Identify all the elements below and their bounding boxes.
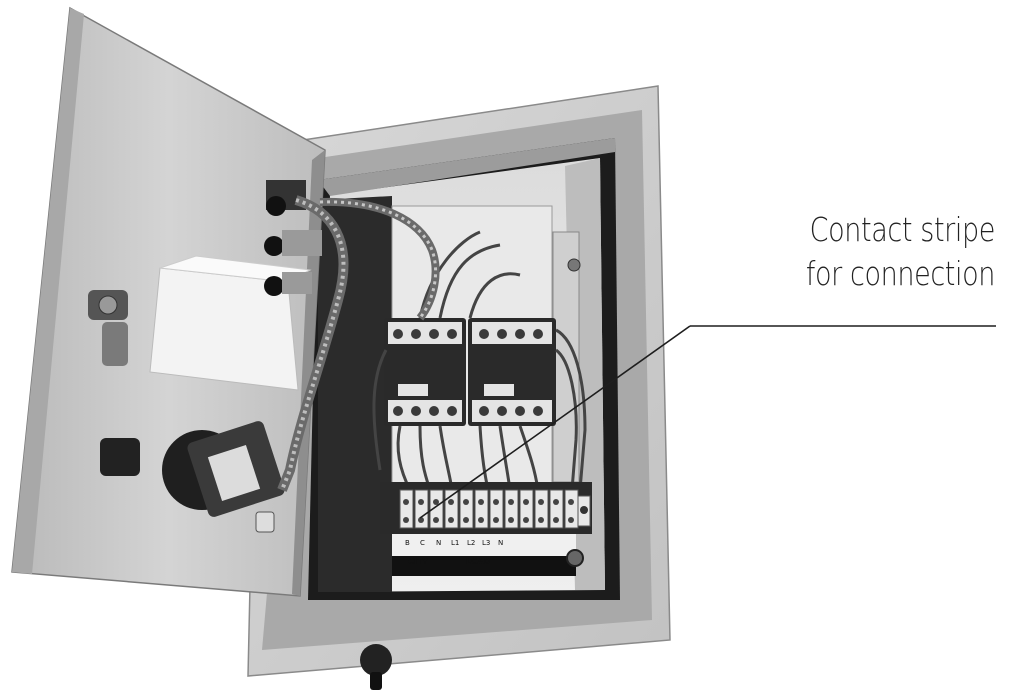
contactor-left bbox=[384, 318, 466, 426]
callout-line-2: for connection bbox=[805, 254, 996, 293]
terminal-label-n2: N bbox=[498, 539, 503, 547]
terminal-group-load: LOAD bbox=[466, 557, 491, 566]
ground-screw bbox=[566, 549, 584, 567]
terminal-label-b: B bbox=[405, 539, 410, 547]
contactor-right bbox=[468, 318, 556, 426]
selector-switch bbox=[100, 421, 285, 533]
enclosure-door bbox=[11, 6, 440, 597]
terminal-group-city: CITY bbox=[408, 557, 428, 566]
terminal-strip: B C N L1 L2 L3 N CITY LOAD bbox=[380, 482, 592, 576]
callout-text: Contact stripe for connection bbox=[782, 208, 996, 296]
bottom-key-lock-icon bbox=[360, 644, 392, 690]
terminal-label-l2: L2 bbox=[467, 539, 475, 547]
terminal-label-l1: L1 bbox=[451, 539, 459, 547]
callout-line-1: Contact stripe bbox=[809, 210, 996, 249]
terminal-label-c: C bbox=[420, 539, 425, 547]
terminal-label-n: N bbox=[436, 539, 441, 547]
terminal-label-l3: L3 bbox=[482, 539, 490, 547]
callout-leader-line bbox=[419, 325, 996, 519]
door-lock-icon bbox=[88, 290, 128, 366]
